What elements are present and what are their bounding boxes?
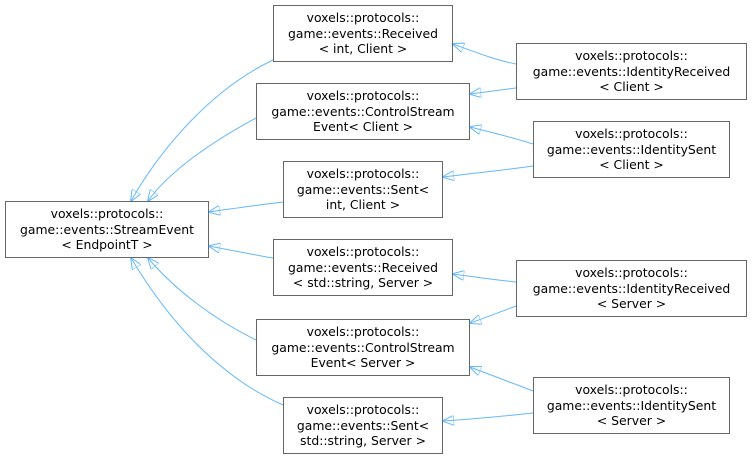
node-line: game::events::ControlStream	[271, 339, 455, 355]
node-line: voxels::protocols::	[306, 88, 420, 104]
inheritance-edge	[148, 117, 257, 201]
inheritance-edge	[209, 246, 274, 259]
node-line: < Server >	[596, 296, 667, 312]
node-received-client[interactable]: voxels::protocols:: game::events::Receiv…	[273, 5, 453, 62]
node-received-server[interactable]: voxels::protocols:: game::events::Receiv…	[273, 239, 453, 296]
inheritance-edge	[148, 258, 257, 341]
node-line: < EndpointT >	[61, 237, 153, 253]
node-control-stream-client[interactable]: voxels::protocols:: game::events::Contro…	[256, 83, 470, 140]
node-line: game::events::Sent<	[296, 417, 430, 433]
inheritance-edge	[470, 87, 517, 94]
node-line: voxels::protocols::	[306, 324, 420, 340]
node-line: voxels::protocols::	[306, 244, 420, 260]
node-line: game::events::IdentitySent	[546, 141, 717, 157]
node-sent-client[interactable]: voxels::protocols:: game::events::Sent< …	[283, 161, 443, 218]
node-line: < Server >	[596, 413, 667, 429]
node-line: voxels::protocols::	[306, 402, 420, 418]
node-line: game::events::ControlStream	[271, 103, 455, 119]
node-identity-received-client[interactable]: voxels::protocols:: game::events::Identi…	[516, 43, 747, 100]
node-line: int, Client >	[325, 197, 401, 213]
node-line: voxels::protocols::	[50, 206, 164, 222]
node-line: voxels::protocols::	[575, 48, 688, 64]
node-line: std::string, Server >	[300, 433, 426, 449]
node-line: voxels::protocols::	[575, 126, 688, 142]
node-line: voxels::protocols::	[575, 382, 688, 398]
inheritance-edge	[209, 201, 284, 212]
node-identity-received-server[interactable]: voxels::protocols:: game::events::Identi…	[516, 260, 747, 317]
inheritance-edge	[443, 165, 534, 177]
inheritance-edge	[470, 367, 534, 392]
node-line: game::events::StreamEvent	[20, 221, 194, 237]
node-stream-event[interactable]: voxels::protocols:: game::events::Stream…	[5, 201, 209, 258]
node-line: voxels::protocols::	[306, 10, 420, 26]
node-identity-sent-server[interactable]: voxels::protocols:: game::events::Identi…	[533, 377, 730, 434]
node-line: game::events::Sent<	[296, 181, 430, 197]
node-line: < std::string, Server >	[292, 275, 434, 291]
inheritance-edge	[470, 127, 534, 145]
node-line: voxels::protocols::	[306, 166, 420, 182]
node-sent-server[interactable]: voxels::protocols:: game::events::Sent< …	[283, 397, 443, 454]
node-line: < Client >	[599, 79, 664, 95]
node-line: < Client >	[599, 157, 664, 173]
inheritance-edge	[131, 59, 274, 201]
inheritance-edge	[131, 258, 284, 406]
node-line: game::events::IdentityReceived	[532, 63, 731, 79]
node-control-stream-server[interactable]: voxels::protocols:: game::events::Contro…	[256, 319, 470, 376]
inheritance-edge	[453, 274, 517, 283]
inheritance-edge	[470, 305, 517, 323]
node-line: < int, Client >	[318, 41, 408, 57]
inheritance-edge	[443, 412, 534, 421]
node-line: Event< Server >	[310, 355, 416, 371]
node-line: game::events::Received	[288, 259, 438, 275]
node-line: Event< Client >	[312, 119, 413, 135]
node-line: game::events::IdentityReceived	[532, 280, 731, 296]
node-line: game::events::IdentitySent	[546, 397, 717, 413]
node-line: game::events::Received	[288, 25, 438, 41]
node-line: voxels::protocols::	[575, 265, 688, 281]
node-identity-sent-client[interactable]: voxels::protocols:: game::events::Identi…	[533, 121, 730, 178]
inheritance-edge	[453, 44, 517, 65]
